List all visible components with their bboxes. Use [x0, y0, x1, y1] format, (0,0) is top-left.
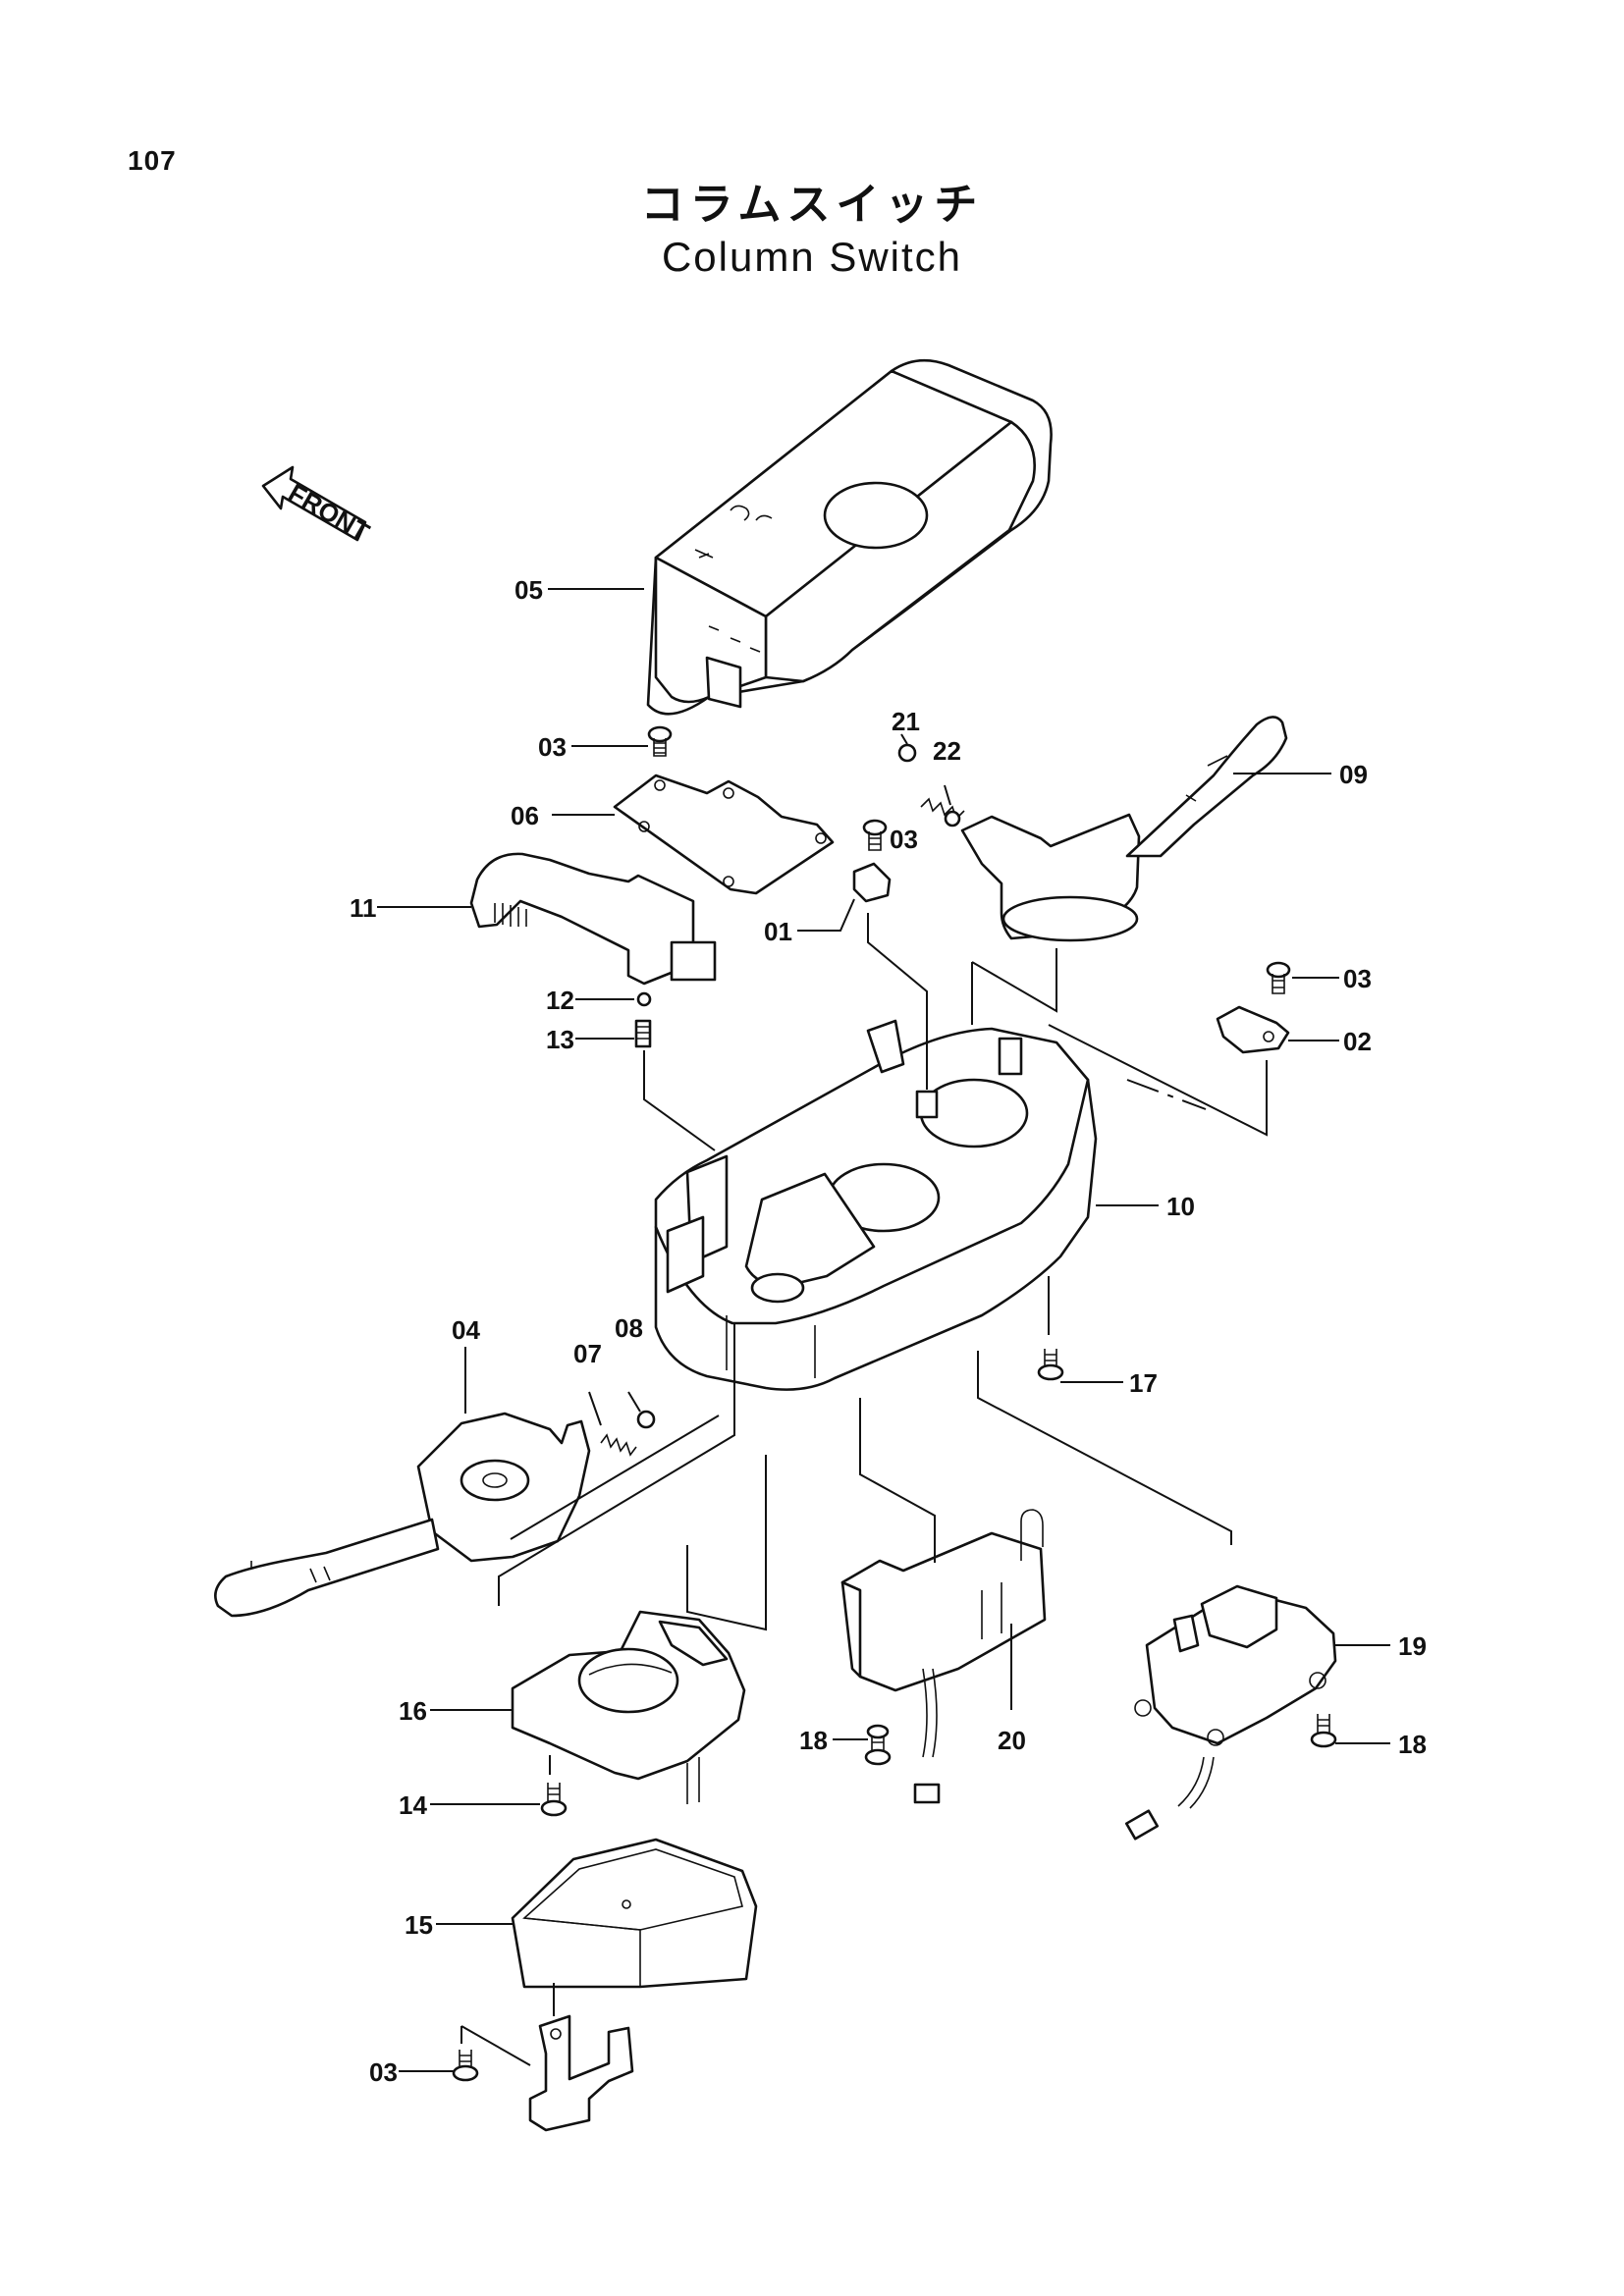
screw-icon — [1310, 1714, 1337, 1748]
lighting-switch — [214, 1412, 591, 1618]
leader-lines — [377, 588, 1390, 2072]
lower-tray — [511, 1838, 758, 1989]
callout-07: 07 — [573, 1339, 602, 1368]
callout-10: 10 — [1166, 1192, 1195, 1221]
switch-body — [654, 1019, 1098, 1391]
title-english: Column Switch — [661, 234, 963, 280]
callout-16: 16 — [399, 1696, 427, 1726]
spring-and-ball — [600, 1410, 656, 1457]
callout-20: 20 — [998, 1726, 1026, 1755]
callout-18: 18 — [799, 1726, 828, 1755]
upper-cover — [646, 358, 1053, 716]
callout-22: 22 — [933, 736, 961, 766]
callout-03-mid: 03 — [890, 825, 918, 854]
callout-03-right: 03 — [1343, 964, 1372, 993]
callout-15: 15 — [405, 1910, 433, 1940]
screw-icon — [1037, 1349, 1064, 1381]
front-arrow-icon: FRONT — [261, 465, 375, 548]
callout-05: 05 — [514, 575, 543, 605]
assembly-lines — [460, 913, 1268, 2066]
callout-17: 17 — [1129, 1368, 1158, 1398]
detent-ball-spring — [634, 991, 652, 1048]
callout-08: 08 — [615, 1313, 643, 1343]
front-label: FRONT — [284, 478, 375, 548]
callout-11: 11 — [350, 893, 377, 923]
callout-19: 19 — [1398, 1631, 1427, 1661]
callouts: 05 03 06 11 12 13 21 22 03 01 09 03 02 1… — [350, 575, 1427, 2087]
bracket — [1216, 961, 1291, 1054]
small-parts — [852, 743, 965, 903]
page-number: 107 — [128, 145, 177, 176]
callout-12: 12 — [546, 986, 574, 1015]
callout-03-bottom: 03 — [369, 2057, 398, 2087]
wiper-lever — [469, 852, 717, 986]
callout-06: 06 — [511, 801, 539, 830]
mount-bracket — [528, 2014, 634, 2132]
screw-icon — [864, 1724, 892, 1766]
callout-04: 04 — [452, 1315, 480, 1345]
callout-02: 02 — [1343, 1027, 1372, 1056]
plate — [613, 774, 835, 895]
screw-icon — [540, 1783, 568, 1817]
callout-03: 03 — [538, 732, 567, 762]
callout-18-right: 18 — [1398, 1730, 1427, 1759]
sensor-unit — [840, 1509, 1047, 1804]
title-japanese: コラムスイッチ — [640, 180, 984, 230]
turn-signal-switch — [960, 716, 1288, 942]
screw-icon — [647, 725, 673, 757]
auxiliary-switch — [1124, 1584, 1337, 1841]
callout-13: 13 — [546, 1025, 574, 1054]
horn-contact — [511, 1610, 746, 1804]
callout-21: 21 — [892, 707, 920, 736]
callout-01: 01 — [764, 917, 792, 946]
callout-14: 14 — [399, 1790, 427, 1820]
screw-icon — [452, 2050, 479, 2082]
callout-09: 09 — [1339, 760, 1368, 789]
